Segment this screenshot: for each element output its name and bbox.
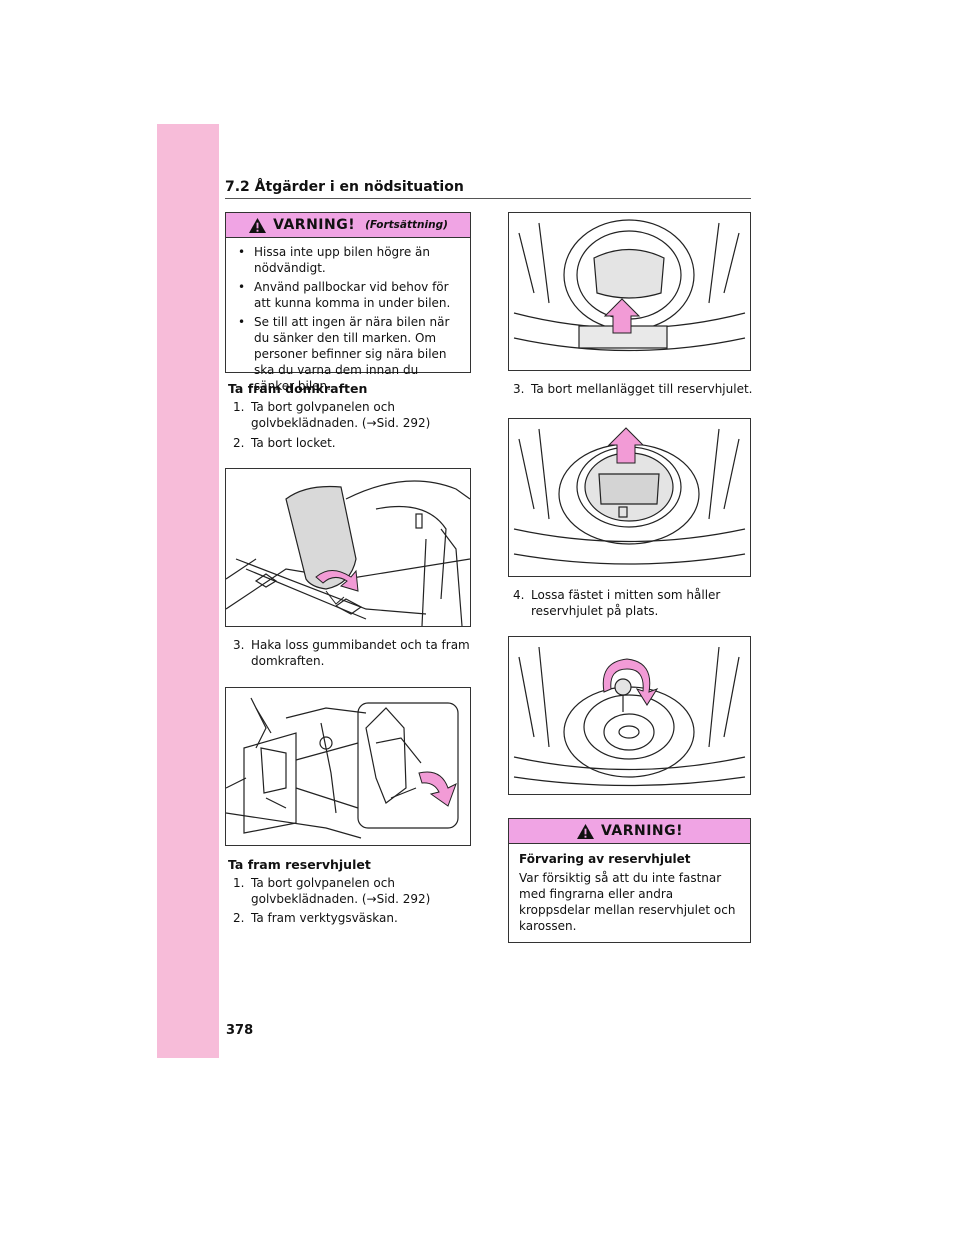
warning-box-continued: VARNING! (Fortsättning) •Hissa inte upp … bbox=[225, 212, 471, 393]
up-arrow-icon bbox=[607, 427, 645, 464]
page-number: 378 bbox=[226, 1023, 254, 1038]
rotate-arrow-icon bbox=[602, 658, 659, 706]
warning-continuation: (Fortsättning) bbox=[365, 219, 448, 231]
step-item: 3. Haka loss gummibandet och ta fram dom… bbox=[233, 638, 470, 668]
warning-item: •Använd pallbockar vid behov för att kun… bbox=[238, 280, 451, 310]
curved-arrow-icon bbox=[418, 771, 457, 807]
section-divider bbox=[225, 198, 751, 199]
warning-header: VARNING! bbox=[509, 819, 750, 844]
warning-list: •Hissa inte upp bilen högre än nödvändig… bbox=[226, 238, 470, 405]
bullet: • bbox=[238, 245, 246, 259]
step-item: 2. Ta fram verktygsväskan. bbox=[233, 911, 398, 925]
up-arrow-icon bbox=[603, 298, 641, 334]
section-title: 7.2 Åtgärder i en nödsituation bbox=[225, 179, 464, 195]
warning-box-spare-storage: VARNING! Förvaring av reservhjulet Var f… bbox=[508, 818, 751, 943]
warning-item: •Hissa inte upp bilen högre än nödvändig… bbox=[238, 245, 431, 275]
jack-heading: Ta fram domkraften bbox=[228, 381, 368, 396]
warning-subtitle: Förvaring av reservhjulet bbox=[519, 852, 691, 866]
warning-triangle-icon bbox=[576, 823, 594, 839]
step-item: 1. Ta bort golvpanelen och golvbeklädnad… bbox=[233, 876, 431, 906]
figure-jack bbox=[225, 687, 471, 846]
spare-heading: Ta fram reservhjulet bbox=[228, 857, 371, 872]
warning-body: Förvaring av reservhjulet Var försiktig … bbox=[509, 844, 750, 942]
step-item: 3. Ta bort mellanlägget till reservhjule… bbox=[513, 382, 753, 396]
warning-label: VARNING! bbox=[600, 823, 684, 839]
figure-remove-cover bbox=[225, 468, 471, 627]
step-item: 2. Ta bort locket. bbox=[233, 436, 336, 450]
chapter-side-tab bbox=[157, 124, 219, 1058]
step-item: 4. Lossa fästet i mitten som håller rese… bbox=[513, 588, 721, 618]
figure-tool-bag bbox=[508, 212, 751, 371]
step-item: 1. Ta bort golvpanelen och golvbeklädnad… bbox=[233, 400, 431, 430]
curved-arrow-icon bbox=[315, 569, 359, 592]
bullet: • bbox=[238, 315, 246, 329]
warning-item: •Se till att ingen är nära bilen när du … bbox=[238, 315, 450, 393]
warning-label: VARNING! bbox=[273, 217, 356, 233]
warning-text: Var försiktig så att du inte fastnar med… bbox=[519, 871, 736, 933]
bullet: • bbox=[238, 280, 246, 294]
warning-triangle-icon bbox=[249, 217, 267, 233]
warning-header: VARNING! (Fortsättning) bbox=[226, 213, 470, 238]
figure-center-clamp bbox=[508, 636, 751, 795]
figure-spacer bbox=[508, 418, 751, 577]
